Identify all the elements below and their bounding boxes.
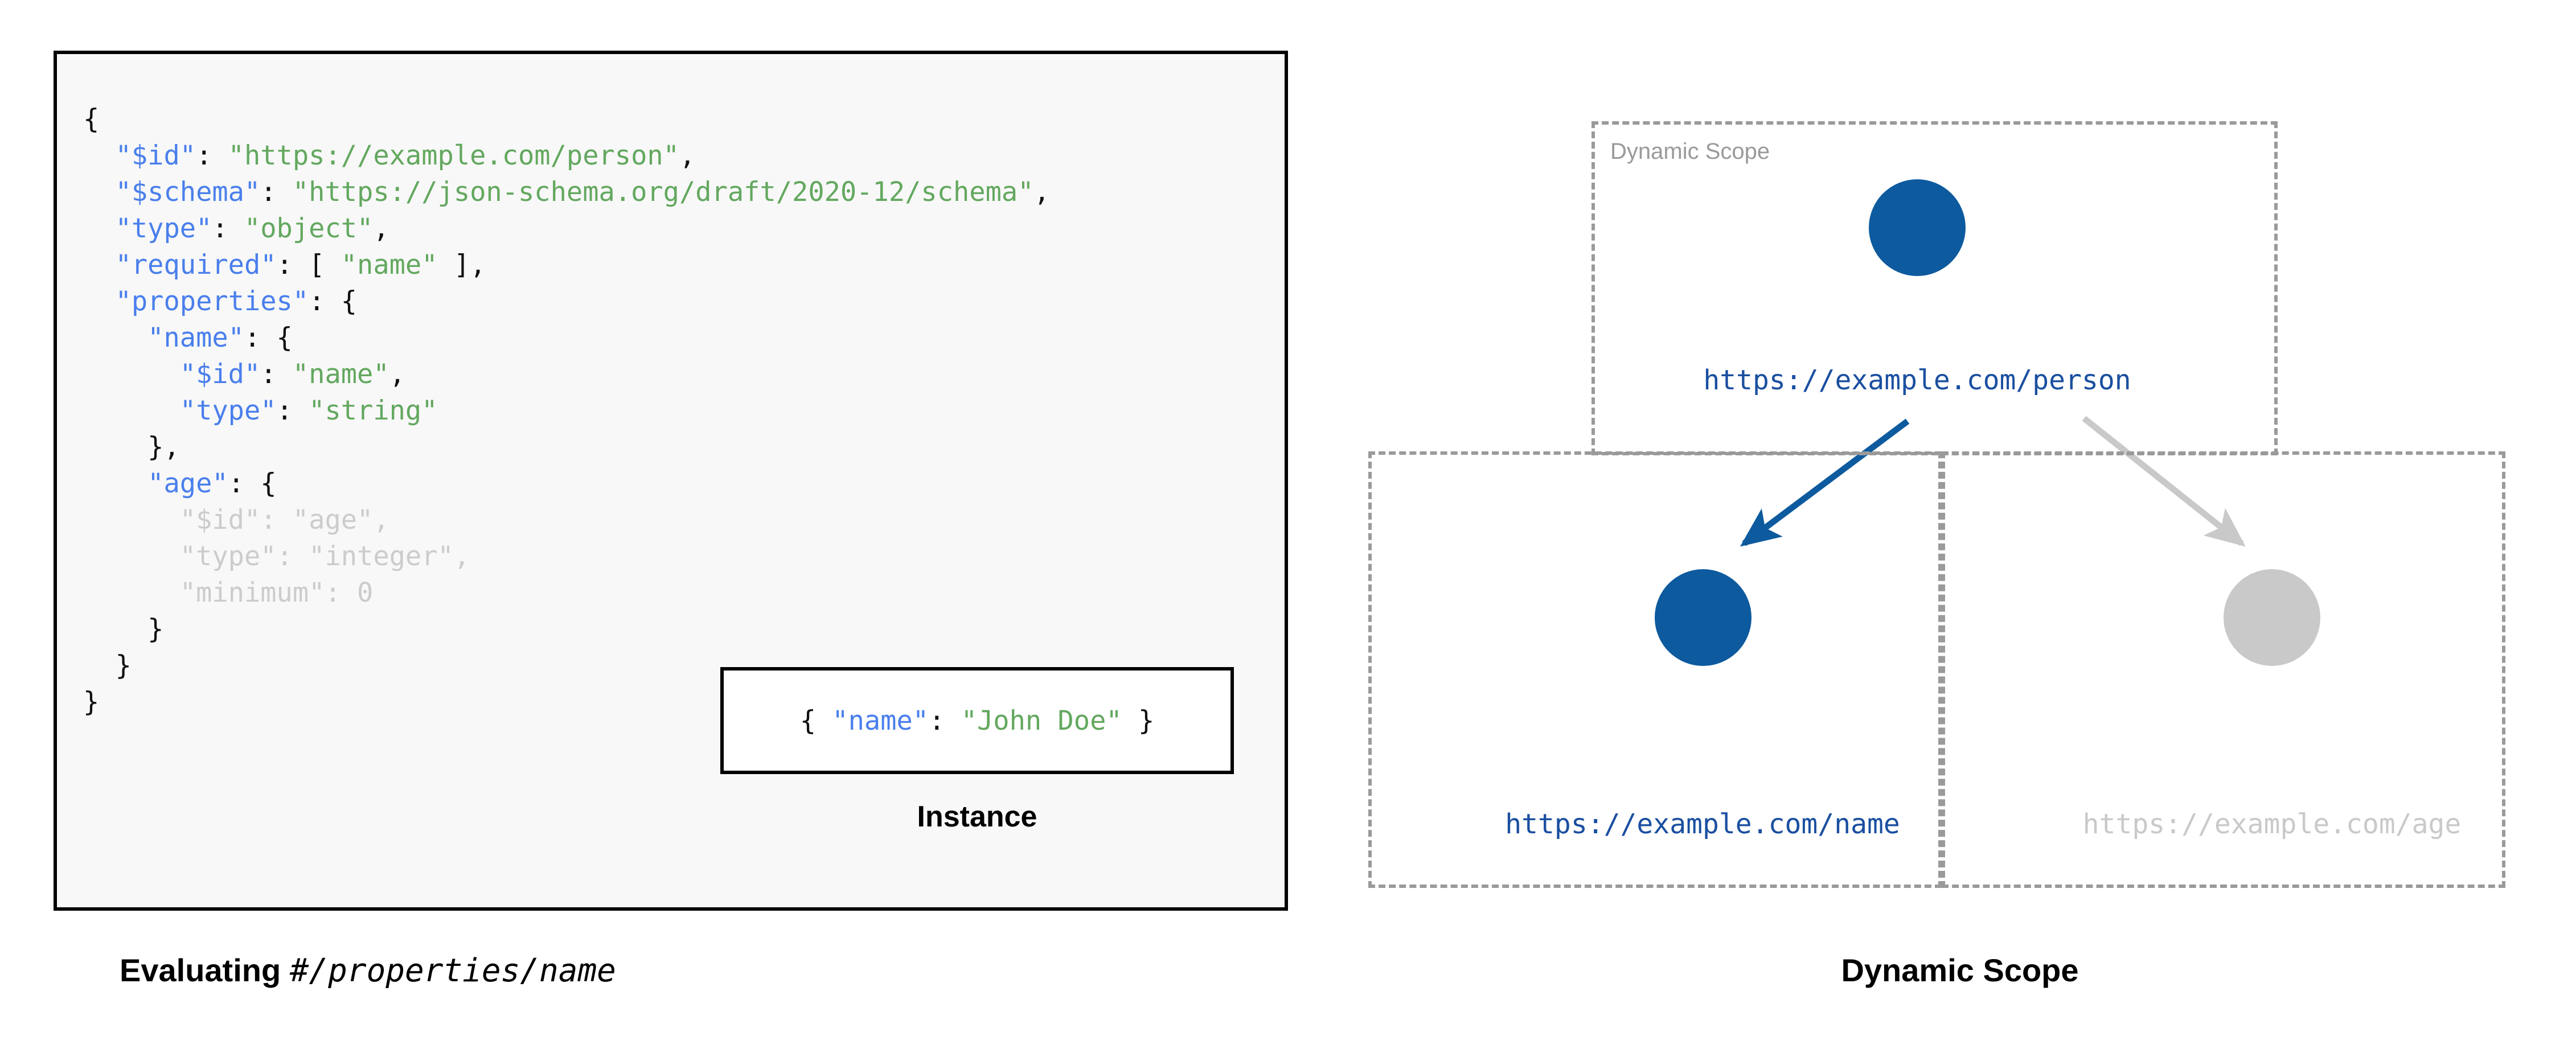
dynamic-scope-panel: Dynamic Scope https://example.com/person… — [1344, 0, 2576, 1053]
schema-panel: { "$id": "https://example.com/person", "… — [54, 51, 1288, 989]
scope-box-root — [1591, 121, 2278, 455]
code-line: "type": "string" — [179, 395, 438, 426]
code-line: "$id": "https://example.com/person", — [115, 140, 696, 171]
code-line: } — [83, 686, 100, 718]
node-name-circle — [1655, 569, 1751, 666]
code-line: }, — [83, 431, 180, 463]
code-line: } — [83, 650, 132, 681]
code-line: } — [83, 614, 164, 645]
node-person-circle — [1869, 179, 1966, 276]
instance-box: { "name": "John Doe" } — [720, 667, 1234, 774]
node-name-label: https://example.com/name — [1505, 808, 1900, 840]
code-line: "minimum": 0 — [179, 577, 374, 608]
instance-json-code: { "name": "John Doe" } — [799, 705, 1155, 737]
instance-caption: Instance — [917, 800, 1037, 833]
scope-box-name — [1368, 451, 1942, 888]
schema-code-box: { "$id": "https://example.com/person", "… — [54, 51, 1288, 911]
scope-box-label: Dynamic Scope — [1610, 139, 1770, 164]
code-line: { — [83, 104, 100, 135]
code-line: "$id": "age", — [179, 504, 389, 536]
node-age-circle — [2224, 569, 2320, 666]
evaluating-caption-lead: Evaluating — [120, 952, 290, 988]
code-line: "properties": { — [115, 286, 358, 317]
code-line: "$id": "name", — [179, 359, 405, 390]
code-line: "required": [ "name" ], — [115, 249, 486, 281]
schema-code-listing: { "$id": "https://example.com/person", "… — [83, 101, 1050, 721]
dynamic-scope-caption: Dynamic Scope — [1841, 952, 2079, 988]
code-line: "$schema": "https://json-schema.org/draf… — [115, 176, 1050, 208]
code-line: "age": { — [147, 468, 277, 499]
node-person-label: https://example.com/person — [1703, 364, 2131, 396]
evaluating-caption-pointer: #/properties/name — [289, 952, 616, 989]
evaluating-caption: Evaluating #/properties/name — [120, 952, 616, 989]
code-line: "type": "object", — [115, 213, 389, 244]
code-line: "type": "integer", — [179, 541, 470, 572]
code-line: "name": { — [147, 322, 293, 353]
node-age-label: https://example.com/age — [2082, 808, 2462, 840]
scope-box-age — [1942, 451, 2505, 888]
